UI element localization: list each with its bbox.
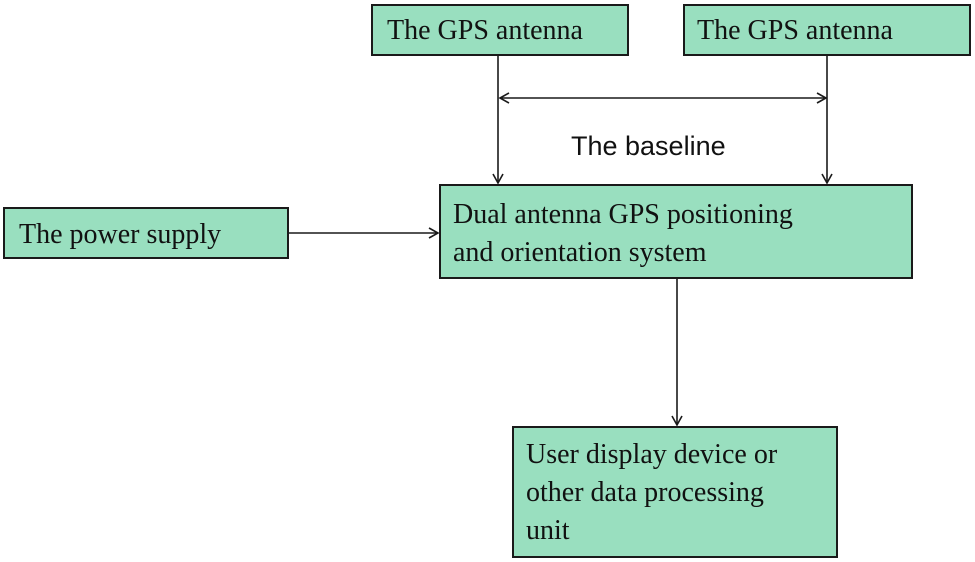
user-device-label-line3: unit [526, 515, 570, 546]
gps-antenna-left-box: The GPS antenna [371, 4, 629, 56]
gps-antenna-right-box: The GPS antenna [683, 4, 971, 56]
user-device-label-line1: User display device or [526, 439, 778, 470]
power-supply-label: The power supply [19, 219, 222, 250]
positioning-system-label-line2: and orientation system [453, 237, 707, 268]
user-device-label-line2: other data processing [526, 477, 764, 508]
power-supply-box: The power supply [3, 207, 289, 259]
user-display-device-box: User display device or other data proces… [512, 426, 838, 558]
positioning-system-box: Dual antenna GPS positioning and orienta… [439, 184, 913, 279]
gps-antenna-left-label: The GPS antenna [387, 15, 583, 46]
gps-antenna-right-label: The GPS antenna [697, 15, 893, 46]
positioning-system-label-line1: Dual antenna GPS positioning [453, 199, 793, 230]
baseline-label: The baseline [571, 131, 726, 161]
